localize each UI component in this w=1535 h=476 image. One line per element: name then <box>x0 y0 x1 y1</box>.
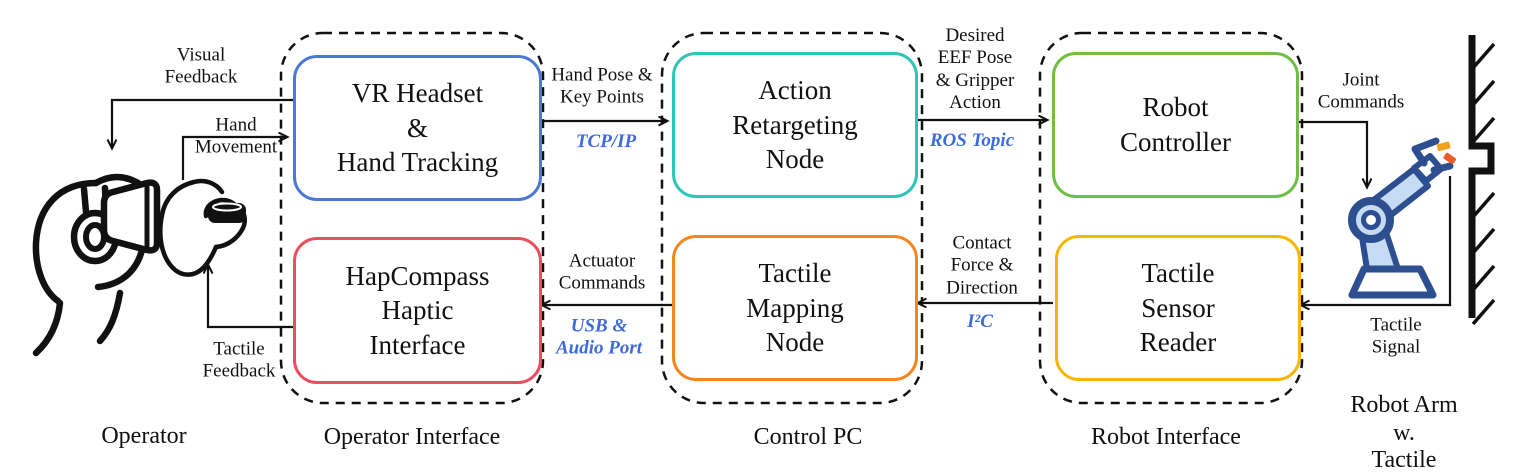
tactile-signal-arrow <box>1301 176 1452 305</box>
operator-interface-group <box>279 31 545 405</box>
hand-movement-label: Hand Movement <box>194 114 278 158</box>
group-outlines <box>279 31 1304 405</box>
i2c-protocol-label: I²C <box>967 310 993 332</box>
arrows-layer <box>112 98 1452 329</box>
tcp-ip-protocol-label: TCP/IP <box>575 130 637 152</box>
robot-arm-icon <box>1348 137 1457 299</box>
ros-topic-protocol-label: ROS Topic <box>929 129 1015 151</box>
action-retargeting-node-box: Action Retargeting Node <box>672 52 918 198</box>
vr-headset-hand-tracking-box: VR Headset & Hand Tracking <box>293 55 542 201</box>
robot-interface-caption: Robot Interface <box>1091 424 1241 451</box>
robot-interface-group <box>1038 31 1304 405</box>
usb-audio-protocol-label: USB & Audio Port <box>555 315 643 359</box>
hapcompass-haptic-interface-box: HapCompass Haptic Interface <box>293 237 542 384</box>
hand-pose-label: Hand Pose & Key Points <box>551 64 653 108</box>
haptic-disc-icon <box>208 203 246 223</box>
hand-movement-arrow <box>181 137 287 180</box>
operator-vr-headset-icon <box>32 173 161 357</box>
tactile-feedback-label: Tactile Feedback <box>202 338 276 382</box>
visual-feedback-arrow <box>112 98 293 148</box>
tactile-feedback-arrow <box>208 265 293 329</box>
robot-arm-caption: Robot Arm w. Tactile Sensors <box>1350 391 1458 476</box>
desired-eef-label: Desired EEF Pose & Gripper Action <box>935 25 1015 114</box>
control-pc-group <box>660 31 924 405</box>
control-pc-caption: Control PC <box>753 424 863 451</box>
joint-commands-label: Joint Commands <box>1317 69 1405 113</box>
actuator-commands-label: Actuator Commands <box>558 250 646 294</box>
operator-interface-caption: Operator Interface <box>323 424 501 451</box>
tactile-signal-label: Tactile Signal <box>1370 314 1422 358</box>
tactile-sensor-tip-lower <box>1443 152 1457 165</box>
robot-controller-box: Robot Controller <box>1052 52 1299 198</box>
pinching-hand-icon <box>158 178 248 277</box>
tactile-sensor-reader-box: Tactile Sensor Reader <box>1055 235 1301 381</box>
operator-caption: Operator <box>101 423 187 450</box>
contact-force-label: Contact Force & Direction <box>946 232 1018 299</box>
visual-feedback-label: Visual Feedback <box>164 44 238 88</box>
tactile-sensor-tip-upper <box>1436 141 1451 152</box>
tactile-mapping-node-box: Tactile Mapping Node <box>672 235 918 381</box>
wall-icon <box>1468 35 1496 326</box>
joint-commands-arrow <box>1293 120 1367 187</box>
